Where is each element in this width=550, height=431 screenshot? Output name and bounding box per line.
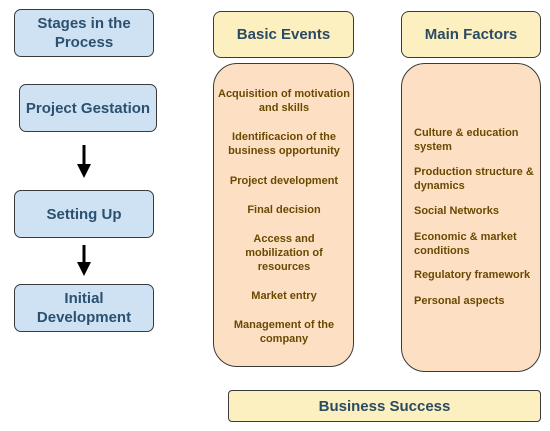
stage-setting-up: Setting Up: [14, 190, 154, 238]
main-factors-header: Main Factors: [401, 11, 541, 58]
event-item: Acquisition of motivation and skills: [218, 88, 350, 114]
stages-header-label: Stages in the Process: [37, 15, 131, 51]
stage-label: Setting Up: [46, 205, 122, 223]
basic-events-panel: [213, 63, 354, 367]
factor-item: Social Networks: [414, 205, 499, 217]
factor-item: Personal aspects: [414, 295, 505, 307]
stage-project-gestation: Project Gestation: [19, 84, 157, 132]
basic-events-header: Basic Events: [213, 11, 354, 58]
main-factors-panel: [401, 63, 541, 372]
event-item: Final decision: [247, 204, 321, 216]
main-factors-header-label: Main Factors: [424, 26, 518, 43]
business-success-box: Business Success: [228, 390, 541, 422]
arrow-setup-to-initial: [77, 245, 91, 276]
basic-events-header-label: Basic Events: [236, 26, 331, 43]
stage-initial-development: Initial Development: [14, 284, 154, 332]
business-success-label: Business Success: [318, 397, 451, 415]
factor-item: Production structure & dynamics: [414, 166, 534, 192]
event-item: Project development: [229, 175, 339, 187]
event-item: Market entry: [251, 290, 317, 302]
stages-header: Stages in the Process: [14, 9, 154, 57]
factor-item: Economic & market conditions: [414, 231, 517, 257]
arrow-gestation-to-setup: [77, 145, 91, 178]
factor-item: Culture & education system: [414, 127, 519, 153]
event-item: Identificacion of the business opportuni…: [228, 131, 340, 157]
stage-label: Initial Development: [36, 290, 132, 326]
stage-label: Project Gestation: [25, 99, 151, 117]
event-item: Access and mobilization of resources: [245, 233, 323, 273]
factor-item: Regulatory framework: [414, 269, 531, 281]
event-item: Management of the company: [233, 319, 335, 345]
